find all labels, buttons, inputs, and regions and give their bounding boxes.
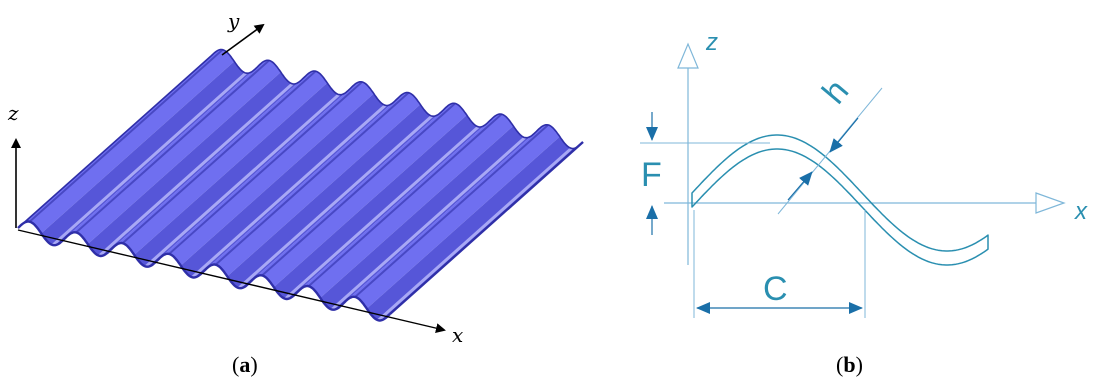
caption-a: (a) — [232, 352, 258, 377]
sheet-strip — [273, 115, 490, 299]
x-axis-b-arrowhead — [1035, 192, 1066, 214]
sheet-right-edge — [389, 141, 584, 315]
caption-b: (b) — [836, 352, 863, 377]
z-axis-b-label: z — [705, 29, 718, 56]
caption-a-letter: a — [239, 352, 251, 377]
sheet-strip — [18, 49, 235, 234]
panel-b: z x F C h — [640, 29, 1088, 318]
sheet-back-edge — [210, 48, 584, 150]
h-label: h — [815, 72, 856, 111]
y-axis-label: y — [227, 9, 240, 33]
sheet-strip — [204, 92, 421, 277]
sheet-strip — [111, 71, 328, 255]
sheet-strip — [157, 81, 374, 266]
sheet-strip — [180, 93, 397, 278]
crest-highlight — [98, 82, 294, 257]
sheet-strip — [343, 124, 560, 309]
trough-shade — [168, 81, 363, 255]
panel-a: z x y — [7, 9, 584, 347]
sheet-strip — [366, 136, 583, 321]
corrugation-profile — [691, 134, 989, 266]
sheet-strip — [64, 60, 281, 245]
trough-shade — [121, 70, 317, 244]
x-axis-b-label: x — [1074, 198, 1088, 225]
f-label: F — [641, 156, 662, 194]
sheet-strip — [250, 103, 467, 288]
c-label: C — [763, 270, 788, 308]
sheet-strip — [87, 72, 304, 256]
sheet-strip — [41, 61, 258, 246]
crest-highlight — [191, 104, 387, 279]
sheet-left-edge — [17, 55, 212, 229]
crest-highlight — [51, 71, 247, 247]
crest-highlight — [144, 93, 340, 268]
corrugated-sheet-3d — [17, 48, 584, 322]
crest-highlight — [284, 125, 480, 300]
sheet-strip — [297, 114, 514, 298]
crest-highlight — [377, 147, 573, 322]
z-axis-label: z — [7, 101, 19, 125]
sheet-front-edge — [17, 220, 391, 322]
crest-highlight — [330, 136, 526, 311]
x-axis — [17, 229, 446, 334]
caption-b-letter: b — [843, 352, 856, 377]
trough-shade — [307, 113, 503, 287]
x-axis-label: x — [452, 323, 463, 347]
h-dimension-arrow-upper — [829, 117, 859, 153]
sheet-strip — [320, 125, 537, 310]
trough-shade — [354, 124, 549, 298]
y-axis — [221, 23, 265, 56]
trough-shade — [214, 91, 410, 266]
crest-highlight — [237, 114, 433, 290]
z-axis-b-arrowhead — [677, 42, 699, 69]
trough-shade — [75, 59, 270, 234]
trough-shade — [28, 48, 224, 223]
sheet-strip — [227, 104, 444, 289]
trough-shade — [261, 102, 456, 277]
h-dimension-arrow-lower — [787, 171, 813, 201]
sheet-strip — [134, 82, 351, 267]
